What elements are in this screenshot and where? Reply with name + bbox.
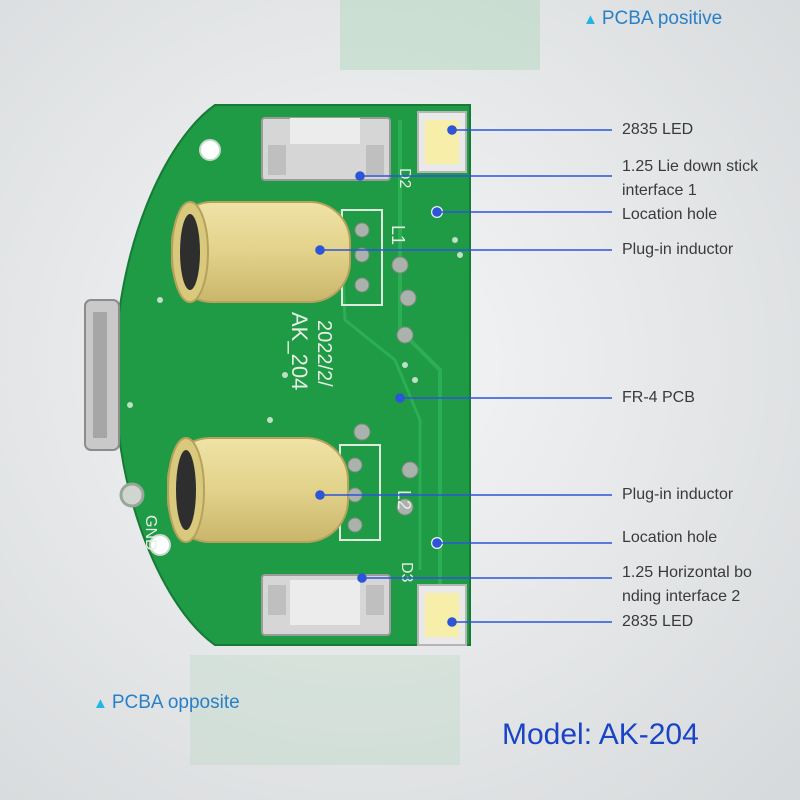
callout-inductor-top: Plug-in inductor (622, 241, 734, 258)
silk-date: 2022/2/ (313, 320, 335, 387)
header-top-text: PCBA positive (601, 8, 723, 29)
pcb-trace (398, 120, 442, 600)
bottom-reflection (190, 655, 460, 765)
header-bottom-text: PCBA opposite (111, 692, 240, 713)
vias (127, 237, 463, 423)
callout-interface-2-line1: 1.25 Horizontal bo (622, 564, 752, 581)
model-label: Model: AK-204 (502, 718, 699, 751)
callout-interface-2-line2: nding interface 2 (622, 588, 741, 605)
silk-d2: D2 (396, 168, 413, 189)
callout-location-hole-bottom: Location hole (622, 529, 718, 546)
connector-interface-1 (261, 117, 391, 181)
inductor-bottom (167, 437, 349, 543)
callout-interface-1-line1: 1.25 Lie down stick (622, 158, 759, 175)
callout-fr4: FR-4 PCB (622, 389, 695, 406)
gnd-pad (119, 482, 145, 508)
triangle-icon: ▲ (93, 695, 108, 712)
triangle-icon: ▲ (583, 11, 598, 28)
silk-model: AK_204 (287, 312, 312, 390)
silk-l2: L2 (394, 490, 414, 510)
inductor-top (171, 201, 351, 303)
silk-d3: D3 (398, 562, 415, 583)
silk-gnd: GND (142, 515, 159, 551)
callout-lines (315, 125, 612, 627)
silk-l1: L1 (388, 225, 408, 245)
mounting-hole (149, 534, 171, 556)
header-pcba-positive: ▲PCBA positive (583, 8, 722, 30)
led-bottom (417, 584, 467, 646)
solder-pads (347, 222, 419, 533)
connector-interface-2 (261, 574, 391, 636)
led-top (417, 111, 467, 173)
callout-led-top: 2835 LED (622, 121, 694, 138)
callout-interface-1-line2: interface 1 (622, 182, 697, 199)
callout-location-hole-top: Location hole (622, 206, 718, 223)
mounting-hole (199, 139, 221, 161)
callout-inductor-bottom: Plug-in inductor (622, 486, 734, 503)
callout-led-bottom: 2835 LED (622, 613, 694, 630)
top-reflection (340, 0, 540, 70)
header-pcba-opposite: ▲PCBA opposite (93, 692, 240, 714)
